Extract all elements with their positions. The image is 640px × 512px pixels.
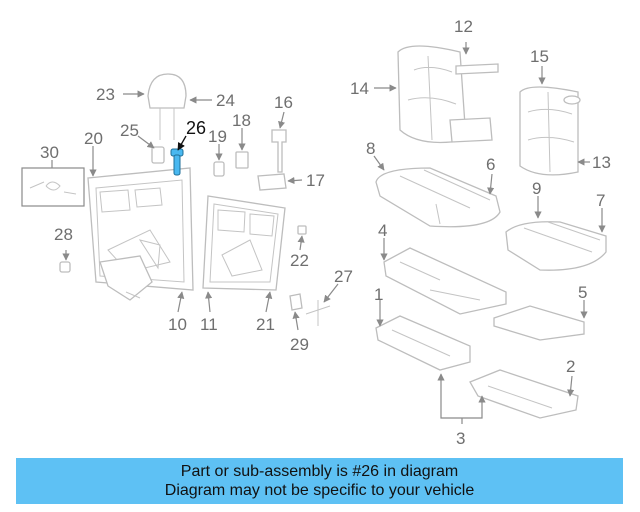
callout-6: 6 — [486, 155, 495, 174]
callout-labels: 1 2 3 4 5 6 7 8 9 10 11 12 13 14 15 16 1… — [40, 17, 611, 448]
callout-3: 3 — [456, 429, 465, 448]
part-26-pin-highlighted — [170, 148, 184, 176]
callout-5: 5 — [578, 283, 587, 302]
callout-2: 2 — [566, 357, 575, 376]
callout-28: 28 — [54, 225, 73, 244]
cushion-frame-5 — [493, 305, 585, 341]
callout-30: 30 — [40, 143, 59, 162]
callout-4: 4 — [378, 221, 387, 240]
callout-17: 17 — [306, 171, 325, 190]
callout-9: 9 — [532, 179, 541, 198]
part-30-box — [21, 167, 85, 207]
banner-line-2: Diagram may not be specific to your vehi… — [164, 482, 475, 499]
callout-8: 8 — [366, 139, 375, 158]
callout-13: 13 — [592, 153, 611, 172]
callout-19: 19 — [208, 127, 227, 146]
parts-diagram: 1 2 3 4 5 6 7 8 9 10 11 12 13 14 15 16 1… — [21, 17, 611, 448]
callout-14: 14 — [350, 79, 369, 98]
banner-line-1: Part or sub-assembly is #26 in diagram — [180, 463, 459, 480]
small-parts — [59, 129, 331, 326]
seat-back-right — [519, 86, 581, 176]
callout-15: 15 — [530, 47, 549, 66]
cushion-frame-4 — [383, 247, 507, 315]
seat-back-center — [397, 45, 499, 144]
callout-18: 18 — [232, 111, 251, 130]
headrest — [147, 73, 187, 164]
callout-11: 11 — [200, 315, 218, 334]
callout-20: 20 — [84, 129, 103, 148]
callout-16: 16 — [274, 93, 293, 112]
callout-27: 27 — [334, 267, 353, 286]
seat-back-frame-left — [87, 167, 194, 301]
callout-1: 1 — [374, 285, 383, 304]
leader-lines — [51, 42, 606, 424]
callout-12: 12 — [454, 17, 473, 36]
seat-cushion-left — [375, 167, 501, 228]
callout-23: 23 — [96, 85, 115, 104]
callout-24: 24 — [216, 91, 235, 110]
seat-back-frame-right — [202, 195, 286, 291]
callout-26-highlighted: 26 — [186, 118, 206, 138]
callout-7: 7 — [596, 191, 605, 210]
info-banner: Part or sub-assembly is #26 in diagram D… — [16, 458, 623, 504]
seat-base-1 — [375, 315, 471, 371]
callout-10: 10 — [168, 315, 187, 334]
seat-base-2 — [469, 369, 579, 419]
callout-22: 22 — [290, 251, 309, 270]
callout-25: 25 — [120, 121, 139, 140]
callout-21: 21 — [256, 315, 275, 334]
callout-29: 29 — [290, 335, 309, 354]
seat-cushion-right — [505, 221, 607, 271]
